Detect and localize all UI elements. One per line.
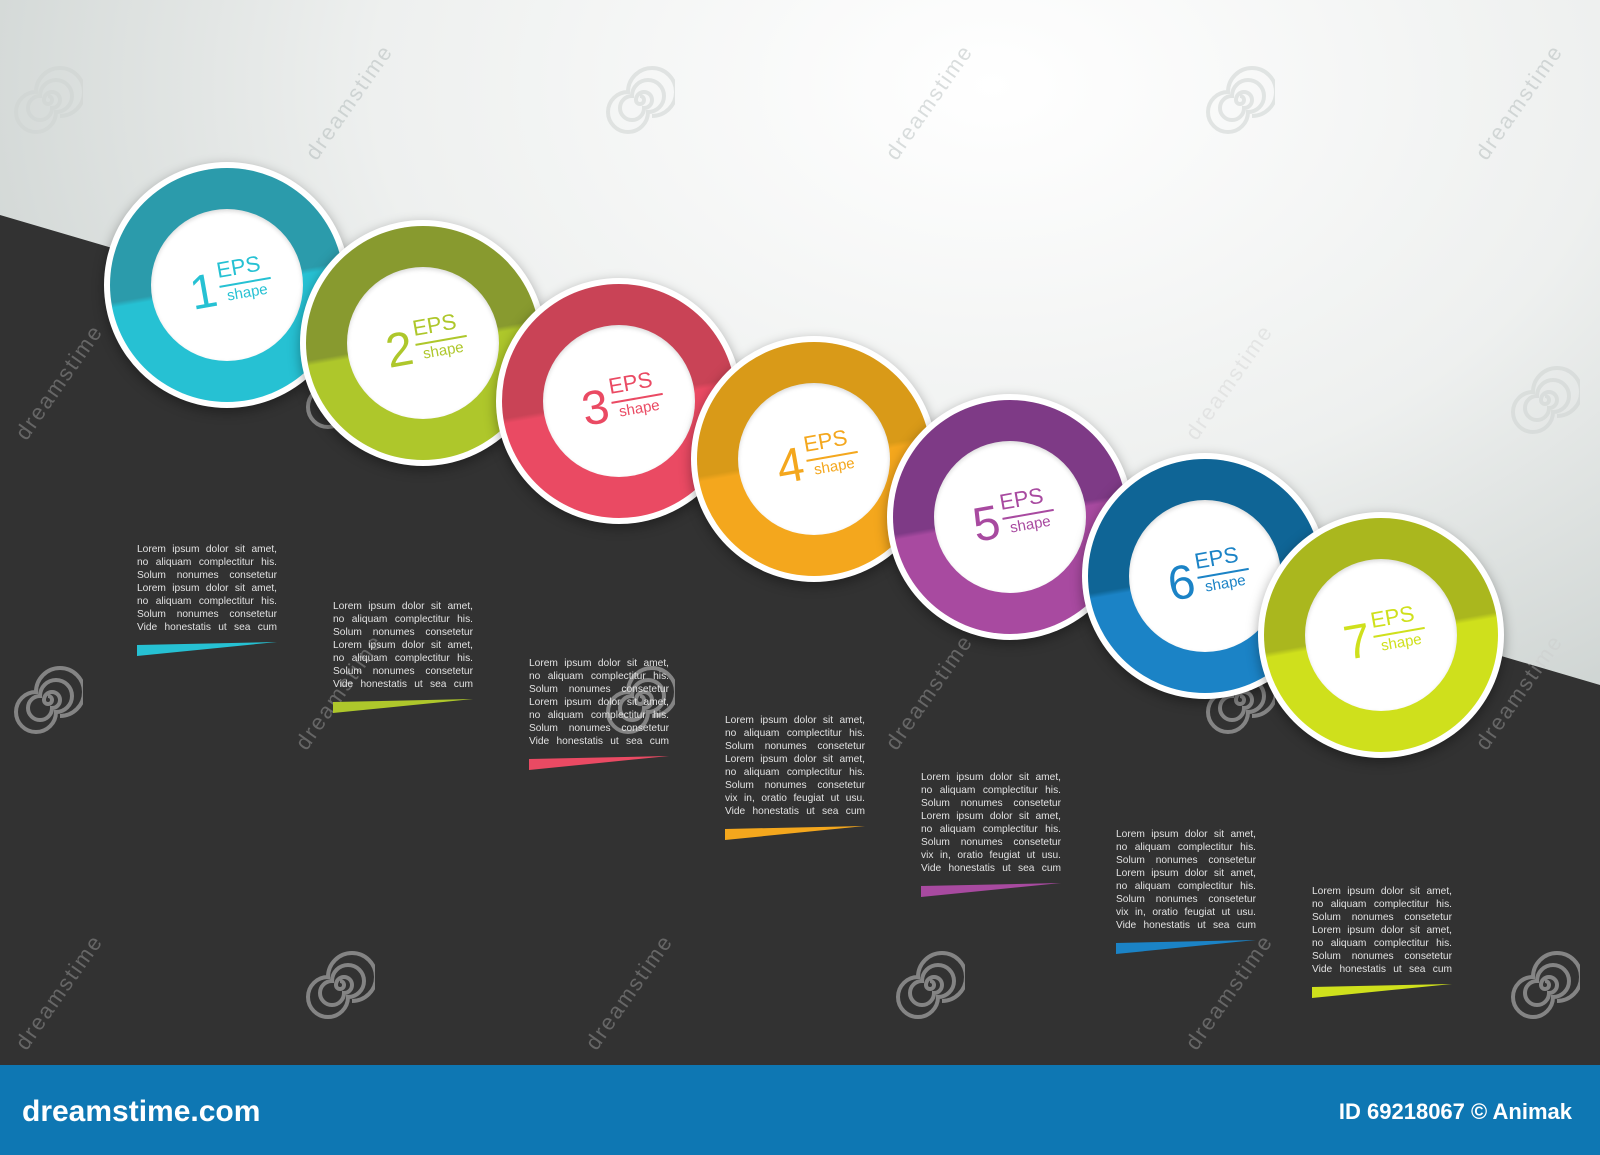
spiral-logo-icon	[306, 951, 375, 1019]
step-description-2: Lorem ipsum dolor sit amet, no aliquam co…	[333, 600, 473, 691]
description-line: no aliquam complectitur his.	[1116, 842, 1256, 853]
description-line: no aliquam complectitur his.	[529, 710, 669, 721]
description-line: Solum nonumes consetetur	[921, 798, 1061, 809]
description-line: Solum nonumes consetetur	[333, 666, 473, 677]
description-line: no aliquam complectitur his.	[1312, 899, 1452, 910]
step-description-6: Lorem ipsum dolor sit amet, no aliquam co…	[1116, 828, 1256, 932]
footer-credit: ID 69218067 © Animak	[1338, 1099, 1572, 1124]
step-accent-wedge	[529, 756, 669, 770]
description-line: no aliquam complectitur his.	[1312, 938, 1452, 949]
description-line: no aliquam complectitur his.	[333, 653, 473, 664]
footer-brand[interactable]: dreamstime.com	[22, 1095, 261, 1128]
description-line: Lorem ipsum dolor sit amet,	[1312, 925, 1452, 936]
description-line: Solum nonumes consetetur	[725, 780, 865, 791]
description-line: Lorem ipsum dolor sit amet,	[921, 811, 1061, 822]
description-line: Solum nonumes consetetur	[1312, 912, 1452, 923]
description-line: no aliquam complectitur his.	[137, 596, 277, 607]
description-line: Vide honestatis ut sea cum	[1116, 920, 1256, 931]
step-accent-wedge	[333, 699, 473, 713]
description-line: no aliquam complectitur his.	[1116, 881, 1256, 892]
description-line: Vide honestatis ut sea cum	[529, 736, 669, 747]
step-accent-wedge	[1312, 984, 1452, 998]
description-line: no aliquam complectitur his.	[137, 557, 277, 568]
description-line: no aliquam complectitur his.	[921, 785, 1061, 796]
description-line: Lorem ipsum dolor sit amet,	[1116, 829, 1256, 840]
description-line: vix in, oratio feugiat ut usu.	[921, 850, 1061, 861]
description-line: Lorem ipsum dolor sit amet,	[137, 544, 277, 555]
description-line: Vide honestatis ut sea cum	[725, 806, 865, 817]
spiral-logo-icon	[14, 66, 83, 134]
step-description-4: Lorem ipsum dolor sit amet, no aliquam co…	[725, 714, 865, 818]
description-line: vix in, oratio feugiat ut usu.	[1116, 907, 1256, 918]
spiral-logo-icon	[896, 951, 965, 1019]
description-line: Lorem ipsum dolor sit amet,	[1116, 868, 1256, 879]
spiral-logo-icon	[1511, 951, 1580, 1019]
step-description-5: Lorem ipsum dolor sit amet, no aliquam co…	[921, 771, 1061, 875]
description-line: Solum nonumes consetetur	[1312, 951, 1452, 962]
description-line: no aliquam complectitur his.	[529, 671, 669, 682]
spiral-logo-icon	[606, 66, 675, 134]
description-line: vix in, oratio feugiat ut usu.	[725, 793, 865, 804]
description-line: Solum nonumes consetetur	[333, 627, 473, 638]
spiral-logo-icon	[1206, 66, 1275, 134]
spiral-logo-icon	[14, 666, 83, 734]
step-description-3: Lorem ipsum dolor sit amet, no aliquam co…	[529, 657, 669, 748]
spiral-logo-icon	[606, 666, 675, 734]
description-line: Solum nonumes consetetur	[725, 741, 865, 752]
description-line: no aliquam complectitur his.	[725, 728, 865, 739]
description-line: Vide honestatis ut sea cum	[137, 622, 277, 633]
description-line: no aliquam complectitur his.	[333, 614, 473, 625]
description-line: Vide honestatis ut sea cum	[333, 679, 473, 690]
description-line: Solum nonumes consetetur	[529, 684, 669, 695]
description-line: Lorem ipsum dolor sit amet,	[333, 640, 473, 651]
description-line: Solum nonumes consetetur	[137, 609, 277, 620]
description-line: Solum nonumes consetetur	[529, 723, 669, 734]
step-accent-wedge	[1116, 940, 1256, 954]
step-accent-wedge	[137, 642, 277, 656]
description-line: Lorem ipsum dolor sit amet,	[529, 658, 669, 669]
step-description-1: Lorem ipsum dolor sit amet, no aliquam co…	[137, 543, 277, 634]
description-line: no aliquam complectitur his.	[725, 767, 865, 778]
description-line: Lorem ipsum dolor sit amet,	[725, 715, 865, 726]
step-description-7: Lorem ipsum dolor sit amet, no aliquam co…	[1312, 885, 1452, 976]
description-line: no aliquam complectitur his.	[921, 824, 1061, 835]
description-line: Lorem ipsum dolor sit amet,	[921, 772, 1061, 783]
description-line: Solum nonumes consetetur	[921, 837, 1061, 848]
description-line: Lorem ipsum dolor sit amet,	[1312, 886, 1452, 897]
step-accent-wedge	[725, 826, 865, 840]
description-line: Lorem ipsum dolor sit amet,	[725, 754, 865, 765]
description-line: Vide honestatis ut sea cum	[1312, 964, 1452, 975]
step-accent-wedge	[921, 883, 1061, 897]
description-line: Lorem ipsum dolor sit amet,	[529, 697, 669, 708]
spiral-logo-icon	[1511, 366, 1580, 434]
description-line: Lorem ipsum dolor sit amet,	[333, 601, 473, 612]
description-line: Solum nonumes consetetur	[1116, 855, 1256, 866]
description-line: Solum nonumes consetetur	[137, 570, 277, 581]
description-line: Vide honestatis ut sea cum	[921, 863, 1061, 874]
description-line: Solum nonumes consetetur	[1116, 894, 1256, 905]
footer-bar: dreamstime.com ID 69218067 © Animak	[0, 1065, 1600, 1155]
description-line: Lorem ipsum dolor sit amet,	[137, 583, 277, 594]
